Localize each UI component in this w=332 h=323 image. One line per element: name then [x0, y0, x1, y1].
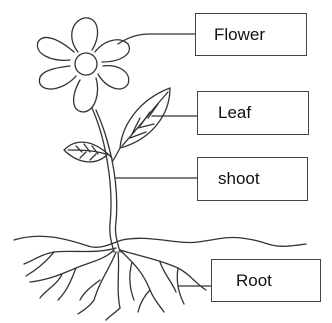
- shoot-label: shoot: [197, 157, 308, 201]
- flower-leader-line: [118, 34, 195, 44]
- upper-leaf: [112, 88, 170, 162]
- flower-center: [75, 53, 97, 75]
- stem: [96, 110, 120, 252]
- roots: [24, 248, 206, 320]
- ground-line: [14, 236, 306, 247]
- root-label: Root: [211, 259, 321, 302]
- leaf-label: Leaf: [197, 91, 309, 135]
- flower-petals: [37, 18, 129, 112]
- flower-label: Flower: [195, 13, 307, 56]
- lower-leaf: [64, 142, 112, 162]
